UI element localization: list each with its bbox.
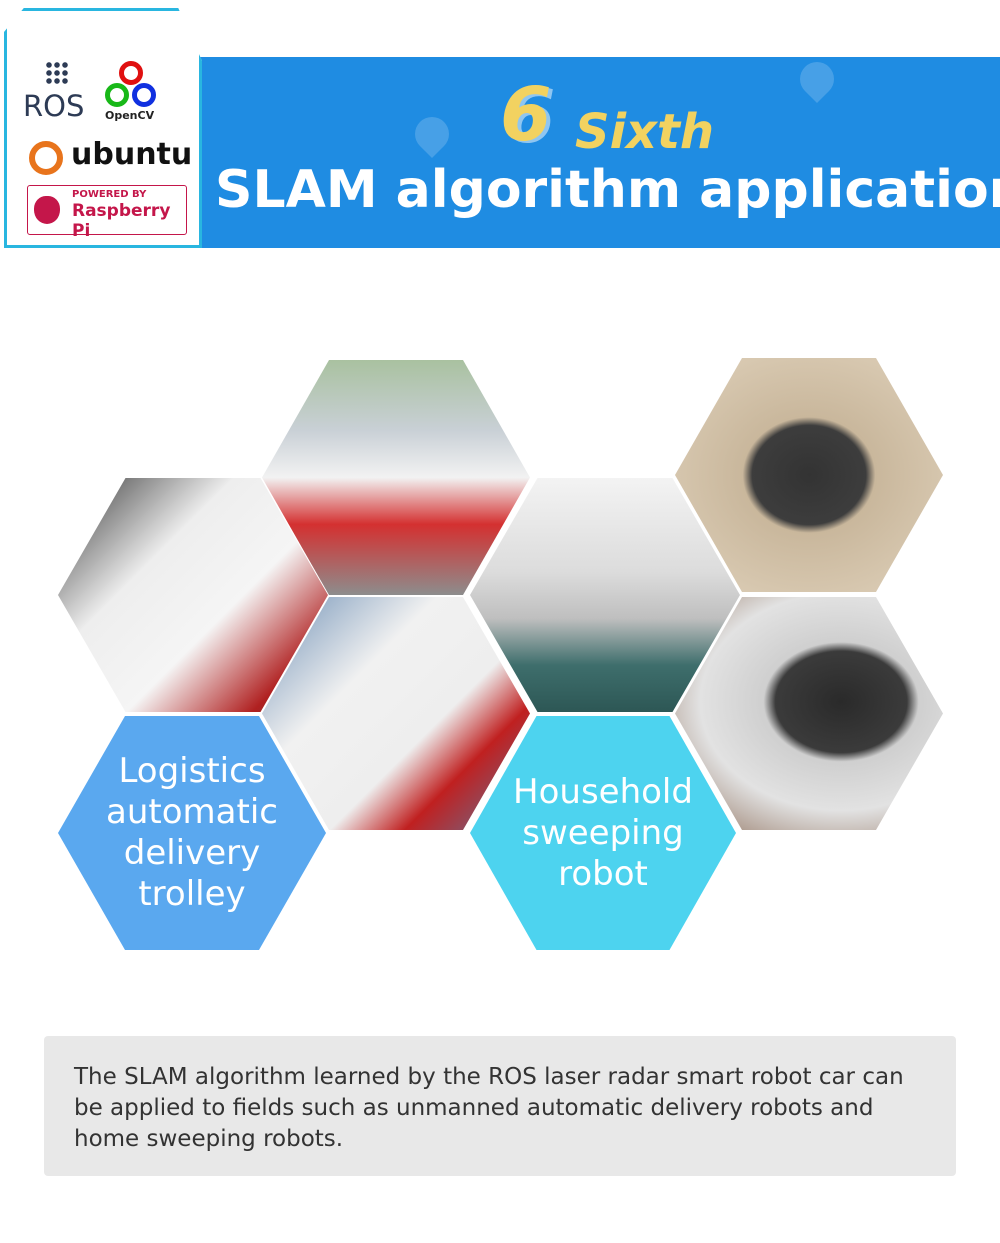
- opencv-icon: [119, 61, 143, 85]
- section-ordinal: Sixth: [575, 104, 715, 160]
- logo-panel: ROS OpenCV ubuntu POWERED BY Raspberry P…: [4, 8, 202, 248]
- sweeping-robot-photo: [470, 478, 740, 712]
- ubuntu-icon: [29, 141, 63, 175]
- ros-logo: ROS: [23, 89, 85, 123]
- category-household: Household sweeping robot: [470, 716, 736, 950]
- raspberry-icon: [34, 196, 60, 224]
- delivery-trolley-photo: [58, 478, 328, 712]
- page-title: SLAM algorithm application: [215, 160, 1000, 220]
- raspberry-pi-badge: POWERED BY Raspberry Pi: [27, 185, 187, 241]
- opencv-logo: OpenCV: [105, 109, 155, 122]
- header-band: [190, 54, 1000, 248]
- roomba-dock-photo: [675, 597, 943, 830]
- description-box: The SLAM algorithm learned by the ROS la…: [44, 1036, 956, 1176]
- roomba-photo: [675, 358, 943, 592]
- location-pin-icon: [792, 54, 842, 104]
- section-number: 6: [500, 72, 552, 158]
- location-pin-icon: [407, 109, 457, 159]
- ros-dots-icon: [45, 61, 69, 85]
- ubuntu-logo: ubuntu: [71, 137, 193, 172]
